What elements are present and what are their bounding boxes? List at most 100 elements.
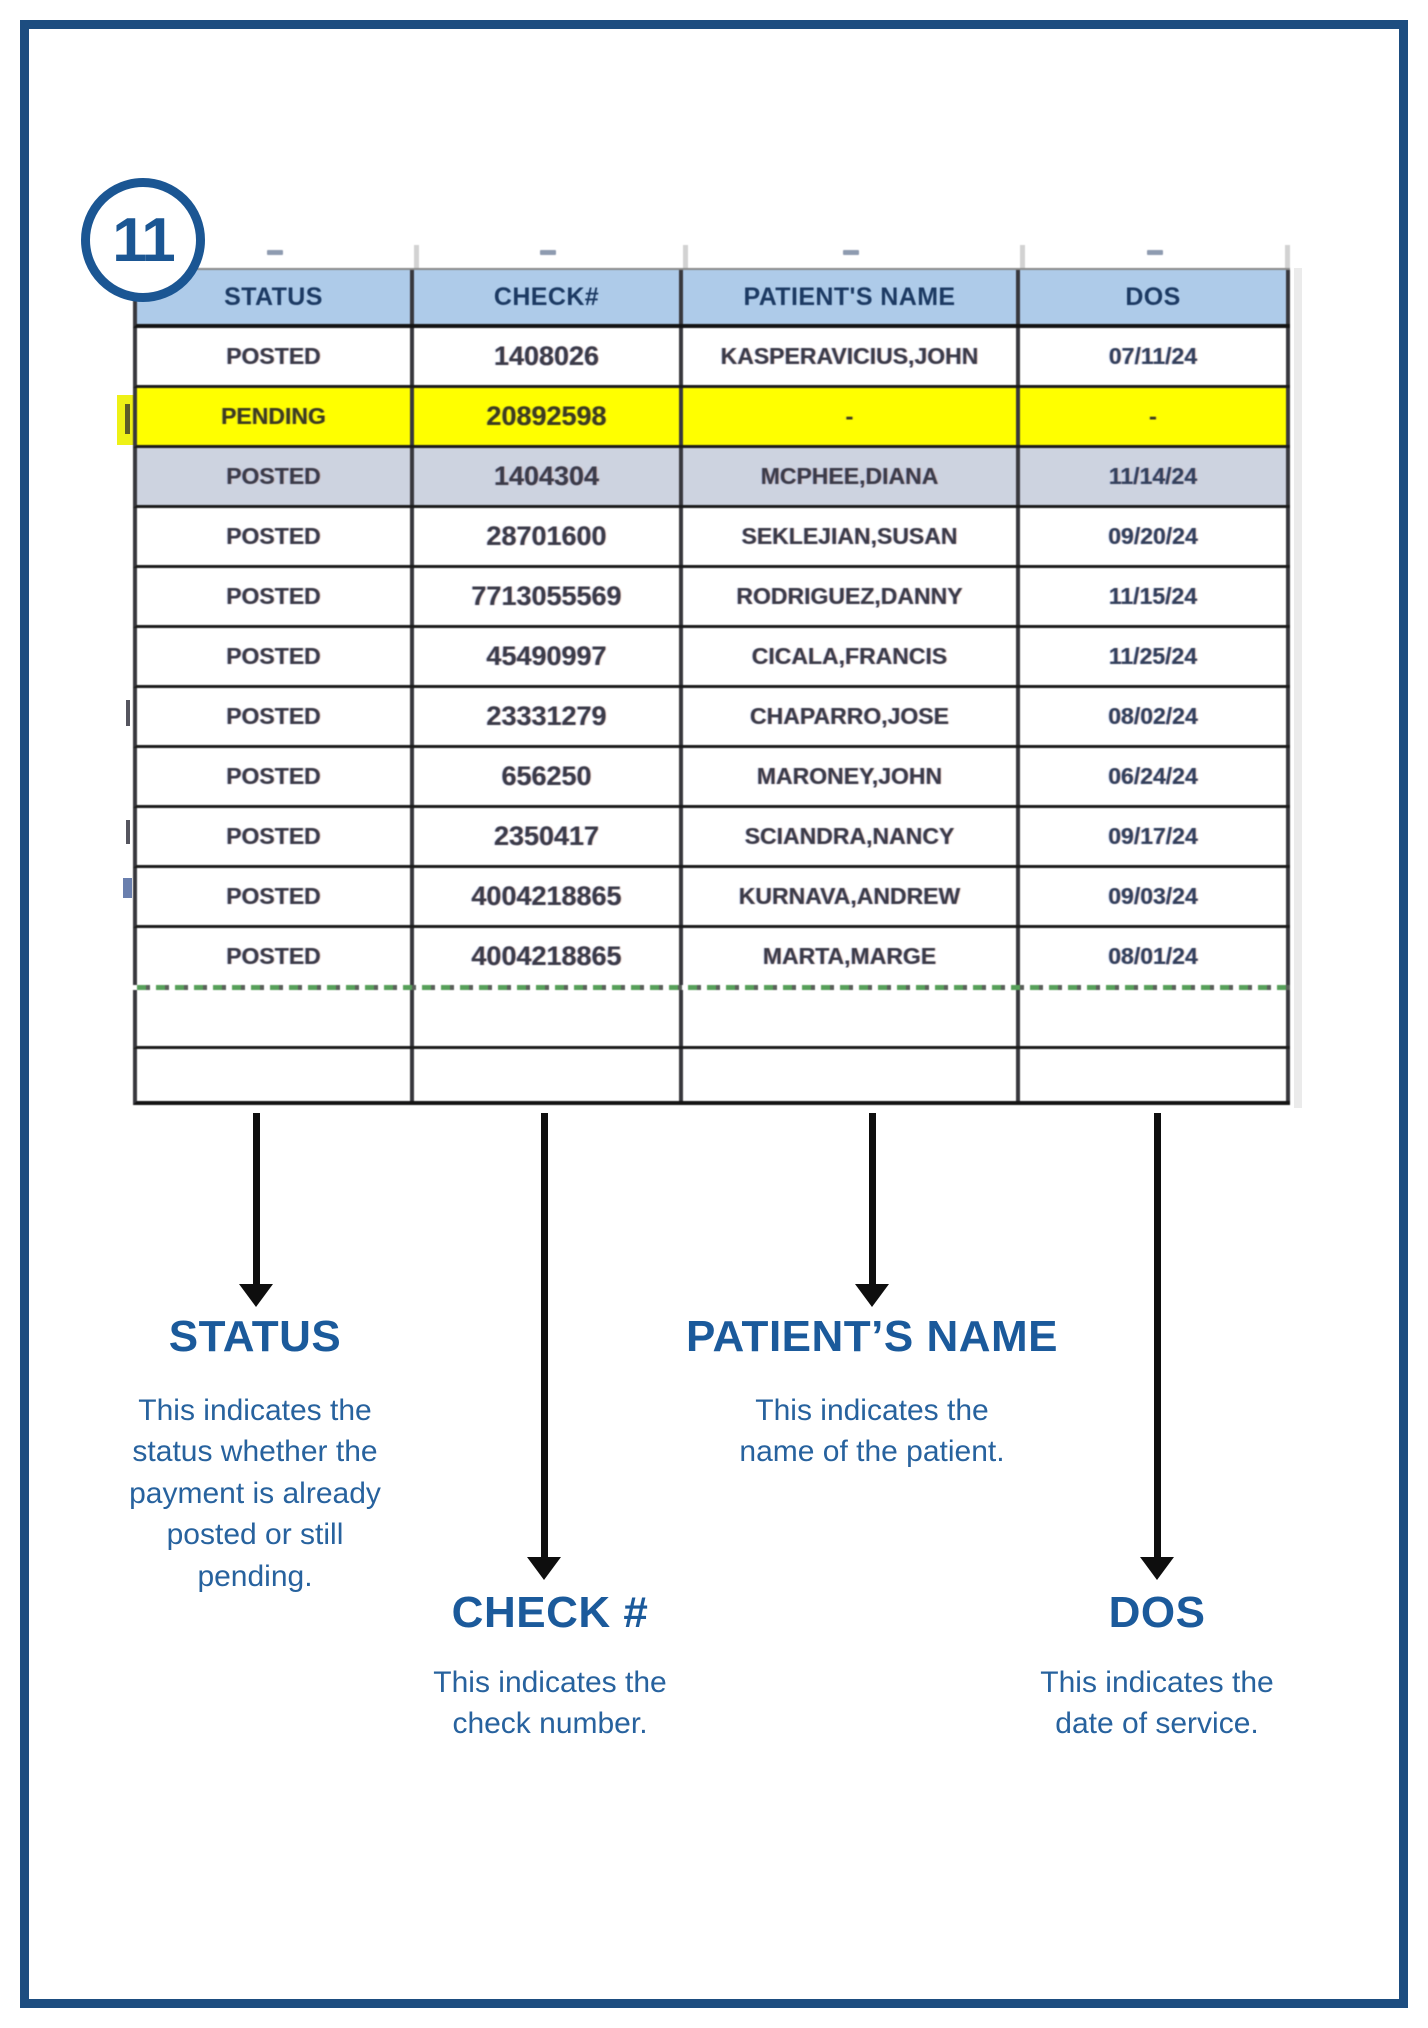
patient-arrow [869, 1113, 876, 1287]
scan-artifact [540, 250, 556, 255]
check-annotation-body: This indicates the check number. [433, 1666, 667, 1741]
cell-check: 656250 [414, 748, 683, 805]
cell-dos: 11/14/24 [1020, 448, 1290, 505]
column-header: PATIENT'S NAME [683, 270, 1020, 324]
scan-artifact [126, 700, 130, 726]
cell-patient: SCIANDRA,NANCY [683, 808, 1020, 865]
cell-check: 1408026 [414, 328, 683, 385]
scan-artifact [1294, 268, 1302, 1108]
cell-patient: MARONEY,JOHN [683, 748, 1020, 805]
cell-check: 2350417 [414, 808, 683, 865]
table-row-empty [133, 1049, 1290, 1105]
cell-patient: SEKLEJIAN,SUSAN [683, 508, 1020, 565]
cell-dos: 11/25/24 [1020, 628, 1290, 685]
scan-artifact [843, 250, 859, 255]
scan-artifact [683, 245, 688, 268]
scan-artifact [126, 820, 130, 844]
dos-annotation-title: DOS [1108, 1588, 1206, 1637]
cell-dos: 11/15/24 [1020, 568, 1290, 625]
dos-arrow-head-icon [1140, 1557, 1174, 1580]
cell-patient: KASPERAVICIUS,JOHN [683, 328, 1020, 385]
cell-status: POSTED [137, 568, 414, 625]
column-header: STATUS [137, 270, 414, 324]
scan-artifact [1285, 245, 1290, 268]
cell-status: POSTED [137, 328, 414, 385]
scan-artifact [1020, 245, 1025, 268]
column-header: DOS [1020, 270, 1290, 324]
cell-patient: - [683, 388, 1020, 445]
cell-status: POSTED [137, 868, 414, 925]
cell-status: PENDING [137, 388, 414, 445]
cell-dos [1020, 1049, 1290, 1101]
cell-dos: 09/03/24 [1020, 868, 1290, 925]
cell-patient: MCPHEE,DIANA [683, 448, 1020, 505]
cell-patient: MARTA,MARGE [683, 928, 1020, 985]
cell-dos: 09/20/24 [1020, 508, 1290, 565]
scan-artifact [267, 250, 283, 255]
cell-check: 45490997 [414, 628, 683, 685]
cell-check [414, 1049, 683, 1101]
scan-artifact [123, 878, 132, 898]
page-break-dashed-line [137, 985, 1290, 990]
cell-status: POSTED [137, 508, 414, 565]
scan-artifact [125, 404, 130, 434]
scan-artifact [414, 245, 419, 268]
check-arrow-head-icon [527, 1557, 561, 1580]
cell-patient: CICALA,FRANCIS [683, 628, 1020, 685]
step-number: 11 [112, 205, 176, 275]
cell-check [414, 990, 683, 1046]
scan-artifact [1147, 250, 1163, 255]
cell-dos: 08/01/24 [1020, 928, 1290, 985]
cell-status: POSTED [137, 928, 414, 985]
cell-patient: CHAPARRO,JOSE [683, 688, 1020, 745]
cell-dos: 06/24/24 [1020, 748, 1290, 805]
patient-annotation-title: PATIENT’S NAME [685, 1312, 1059, 1361]
status-arrow [253, 1113, 260, 1287]
cell-patient: KURNAVA,ANDREW [683, 868, 1020, 925]
dos-arrow [1154, 1113, 1161, 1560]
cell-dos: - [1020, 388, 1290, 445]
cell-status: POSTED [137, 628, 414, 685]
cell-check: 20892598 [414, 388, 683, 445]
cell-check: 4004218865 [414, 928, 683, 985]
dos-annotation-body: This indicates the date of service. [1040, 1666, 1274, 1741]
status-annotation-body: This indicates the status whether the pa… [129, 1394, 381, 1593]
status-annotation-title: STATUS [168, 1312, 342, 1361]
cell-status: POSTED [137, 748, 414, 805]
patient-annotation-body: This indicates the name of the patient. [739, 1394, 1005, 1469]
cell-dos [1020, 990, 1290, 1046]
cell-status: POSTED [137, 688, 414, 745]
cell-patient [683, 990, 1020, 1046]
cell-dos: 07/11/24 [1020, 328, 1290, 385]
check-annotation-title: CHECK # [451, 1588, 649, 1637]
cell-status [137, 990, 414, 1046]
cell-dos: 08/02/24 [1020, 688, 1290, 745]
cell-check: 23331279 [414, 688, 683, 745]
table-row-empty [133, 990, 1290, 1049]
cell-check: 28701600 [414, 508, 683, 565]
cell-check: 7713055569 [414, 568, 683, 625]
column-header: CHECK# [414, 270, 683, 324]
cell-check: 1404304 [414, 448, 683, 505]
cell-patient [683, 1049, 1020, 1101]
cell-status: POSTED [137, 808, 414, 865]
step-badge: 11 [81, 178, 205, 302]
cell-status: POSTED [137, 448, 414, 505]
cell-patient: RODRIGUEZ,DANNY [683, 568, 1020, 625]
cell-status [137, 1049, 414, 1101]
cell-dos: 09/17/24 [1020, 808, 1290, 865]
status-arrow-head-icon [239, 1284, 273, 1307]
